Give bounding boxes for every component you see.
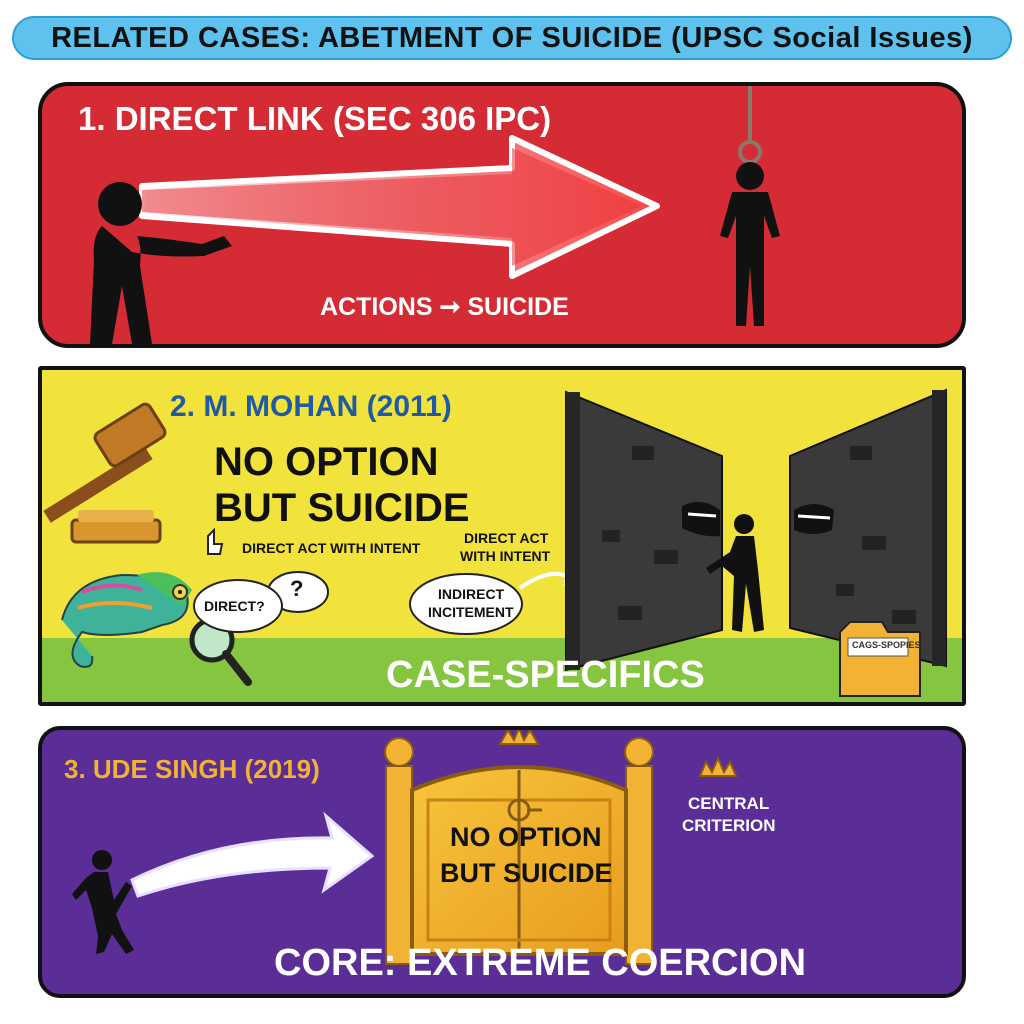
panel-1-caption: ACTIONS ➞ SUICIDE [320, 292, 569, 322]
accuser-figure [90, 182, 232, 344]
trapped-figure [706, 514, 764, 632]
crown-label-line1: CENTRAL [688, 794, 770, 813]
bubble-direct-text: DIRECT? [204, 598, 265, 614]
bubble-indirect-line2: INCITEMENT [428, 604, 514, 620]
direct-act-label-line2: WITH INTENT [460, 548, 551, 564]
pointer-hand-icon [207, 527, 224, 555]
speech-bubble-indirect [409, 570, 578, 635]
folder-label: CAGS-SPOPIES [852, 640, 921, 650]
panel-1-heading: 1. DIRECT LINK (SEC 306 IPC) [78, 100, 552, 137]
pointer-label: DIRECT ACT WITH INTENT [242, 540, 421, 556]
caption-actions: ACTIONS [320, 293, 433, 321]
chameleon-icon [61, 572, 192, 668]
panel-m-mohan: 2. M. MOHAN (2011) NO OPTION BUT SUICIDE… [38, 366, 966, 706]
bubble-indirect-line1: INDIRECT [438, 586, 505, 602]
closing-wall-left [565, 390, 723, 672]
folder-icon [839, 621, 921, 697]
crown-icon-small [698, 755, 738, 777]
page-title: RELATED CASES: ABETMENT OF SUICIDE (UPSC… [51, 21, 973, 54]
golden-gate [384, 737, 654, 965]
panel-2-illustration [42, 388, 962, 702]
panel-direct-link: 1. DIRECT LINK (SEC 306 IPC) ACTIONS ➞ S… [38, 82, 966, 348]
path-arrow [130, 811, 375, 898]
panel-3-illustration [72, 730, 738, 965]
crown-icon [498, 730, 540, 745]
panel-3-footer: CORE: EXTREME COERCION [274, 942, 807, 984]
closing-wall-right [789, 388, 947, 668]
panel-3-heading: 3. UDE SINGH (2019) [64, 754, 320, 784]
bubble-question-text: ? [290, 576, 304, 601]
right-arrow-icon: ➞ [439, 293, 461, 321]
big-statement-line2: BUT SUICIDE [214, 486, 470, 530]
gate-text-line1: NO OPTION [450, 822, 602, 852]
panel-1-illustration [90, 86, 780, 344]
big-statement-line1: NO OPTION [214, 440, 439, 484]
crown-label-line2: CRITERION [682, 816, 776, 835]
caption-suicide: SUICIDE [467, 293, 569, 321]
panel-2-footer: CASE-SPECIFICS [386, 654, 705, 696]
speech-bubble-direct [193, 579, 283, 633]
walking-figure [72, 850, 134, 954]
title-banner: RELATED CASES: ABETMENT OF SUICIDE (UPSC… [12, 16, 1012, 60]
victim-figure [720, 86, 780, 326]
panel-2-heading: 2. M. MOHAN (2011) [170, 390, 452, 423]
gate-text-line2: BUT SUICIDE [440, 858, 613, 888]
direct-act-label-line1: DIRECT ACT [464, 530, 549, 546]
gavel-icon [43, 402, 167, 544]
panel-ude-singh: 3. UDE SINGH (2019) NO OPTION BUT SUICID… [38, 726, 966, 998]
